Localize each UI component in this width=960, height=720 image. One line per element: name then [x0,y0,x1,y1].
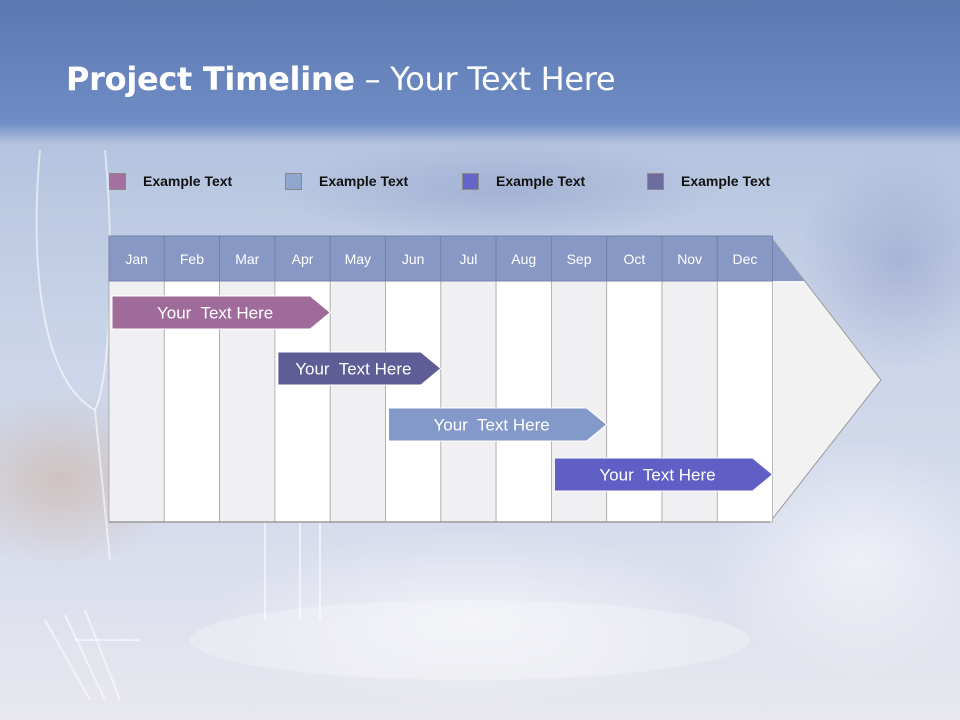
month-label-oct: Oct [623,251,645,267]
month-column-may [329,280,386,523]
legend-label-2: Example Text [319,173,409,189]
month-column-jul [440,280,497,523]
timeline-bar-1 [111,295,331,330]
month-column-jun [385,280,442,523]
month-label-jan: Jan [125,251,148,267]
month-label-jun: Jun [402,251,425,267]
month-header-aug [495,235,552,282]
title-subtitle: – Your Text Here [354,60,616,98]
month-label-apr: Apr [292,251,314,267]
month-label-jul: Jul [459,251,477,267]
legend-swatch-3 [462,172,479,190]
legend-item-4: Example Text [647,170,770,192]
month-column-aug [495,280,552,523]
legend-label-4: Example Text [681,173,771,189]
month-header-jun [385,235,442,282]
timeline-bar-label-1: Your Text Here [157,304,273,323]
legend-item-1: Example Text [109,170,232,192]
legend-item-3: Example Text [462,170,585,192]
legend-item-2: Example Text [285,170,408,192]
month-header-feb [163,235,221,282]
month-header-dec [716,235,773,282]
month-header-nov [661,235,718,282]
timeline-bar-3 [388,407,608,442]
timeline-bar-2 [277,351,442,386]
legend-swatch-2 [285,172,302,190]
month-label-feb: Feb [180,251,204,267]
month-header-sep [551,235,608,282]
timeline-bar-label-2: Your Text Here [295,360,411,379]
slide-title: Project Timeline – Your Text Here [66,60,616,104]
timeline-bar-4 [553,457,774,492]
month-header-jul [440,235,497,282]
legend-label-1: Example Text [143,173,233,189]
title-bold: Project Timeline [66,60,355,98]
month-header-oct [606,235,663,282]
legend-swatch-1 [109,172,126,190]
timeline-bar-label-4: Your Text Here [599,466,715,485]
month-header-mar [219,235,276,282]
legend-label-3: Example Text [496,173,586,189]
timeline-arrow-head-top [770,236,804,281]
month-label-may: May [345,251,371,267]
month-label-mar: Mar [235,251,259,267]
month-label-dec: Dec [732,251,757,267]
month-label-nov: Nov [677,251,702,267]
month-label-sep: Sep [567,251,592,267]
timeline-bar-label-3: Your Text Here [433,416,549,435]
month-header-may [329,235,386,282]
month-label-aug: Aug [511,251,536,267]
month-header-jan [108,235,165,282]
legend-swatch-4 [647,172,664,190]
